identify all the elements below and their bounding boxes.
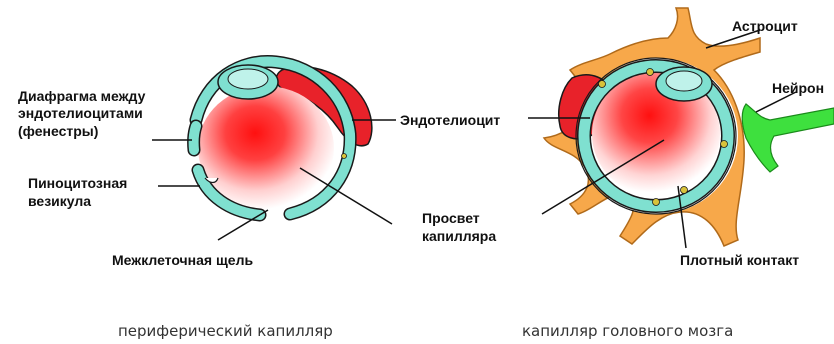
label-neuron: Нейрон [772,80,824,97]
label-diaphragm-line2: эндотелиоцитами [18,105,143,122]
peripheral-capillary [152,62,396,240]
tight-junction-granule [599,81,606,88]
label-endotheliocyte: Эндотелиоцит [400,112,500,129]
caption-brain-capillary: капилляр головного мозга [522,322,733,340]
neuron-process [742,104,834,172]
label-intercellular-cleft: Межклеточная щель [112,252,253,269]
label-pinocytic-line2: везикула [28,193,91,210]
label-pinocytic-line1: Пиноцитозная [28,175,127,192]
label-tight-junction: Плотный контакт [680,252,799,269]
label-astrocyte: Астроцит [732,18,798,35]
label-lumen-line1: Просвет [422,210,480,227]
caption-peripheral-capillary: периферический капилляр [118,322,333,340]
label-diaphragm-line1: Диафрагма между [18,88,145,105]
label-diaphragm-line3: (фенестры) [18,123,98,140]
label-lumen-line2: капилляра [422,228,496,245]
brain-capillary [528,8,834,248]
